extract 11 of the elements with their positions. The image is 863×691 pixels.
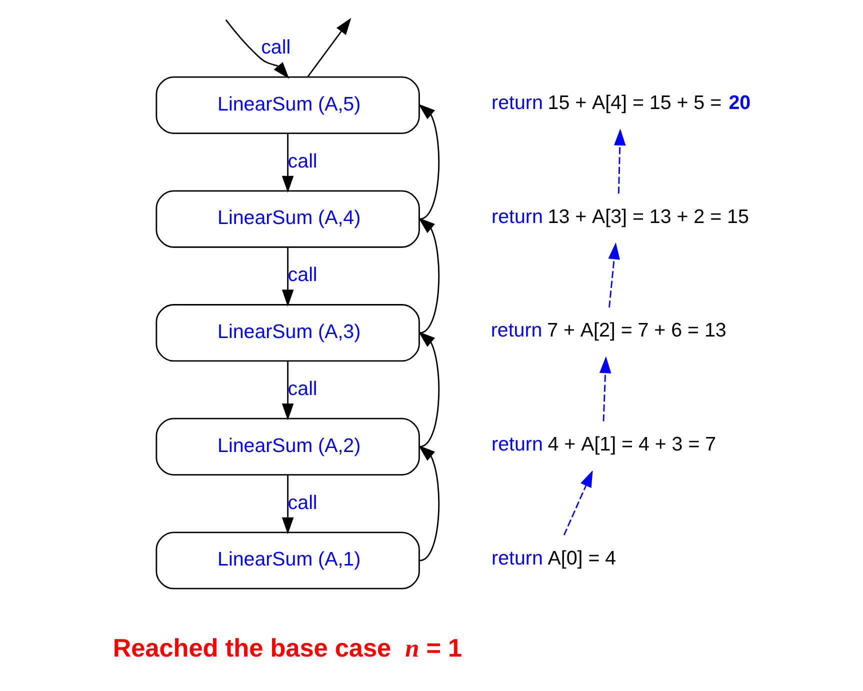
node-text: return 4 + A[1] = 4 + 3 = 7	[492, 433, 716, 456]
edge-label: call	[288, 264, 318, 286]
edge-label: call	[261, 36, 291, 58]
node-text: return 15 + A[4] = 15 + 5 = 20	[492, 92, 751, 114]
edge-label: call	[288, 492, 318, 514]
node-text: return A[0] = 4	[492, 547, 616, 570]
label: Reached the base case n = 1	[112, 634, 462, 663]
edge-label: call	[288, 150, 318, 172]
node-text: return 7 + A[2] = 7 + 6 = 13	[490, 320, 726, 342]
edge-label: call	[288, 378, 318, 400]
node-text: return 13 + A[3] = 13 + 2 = 15	[492, 206, 749, 228]
